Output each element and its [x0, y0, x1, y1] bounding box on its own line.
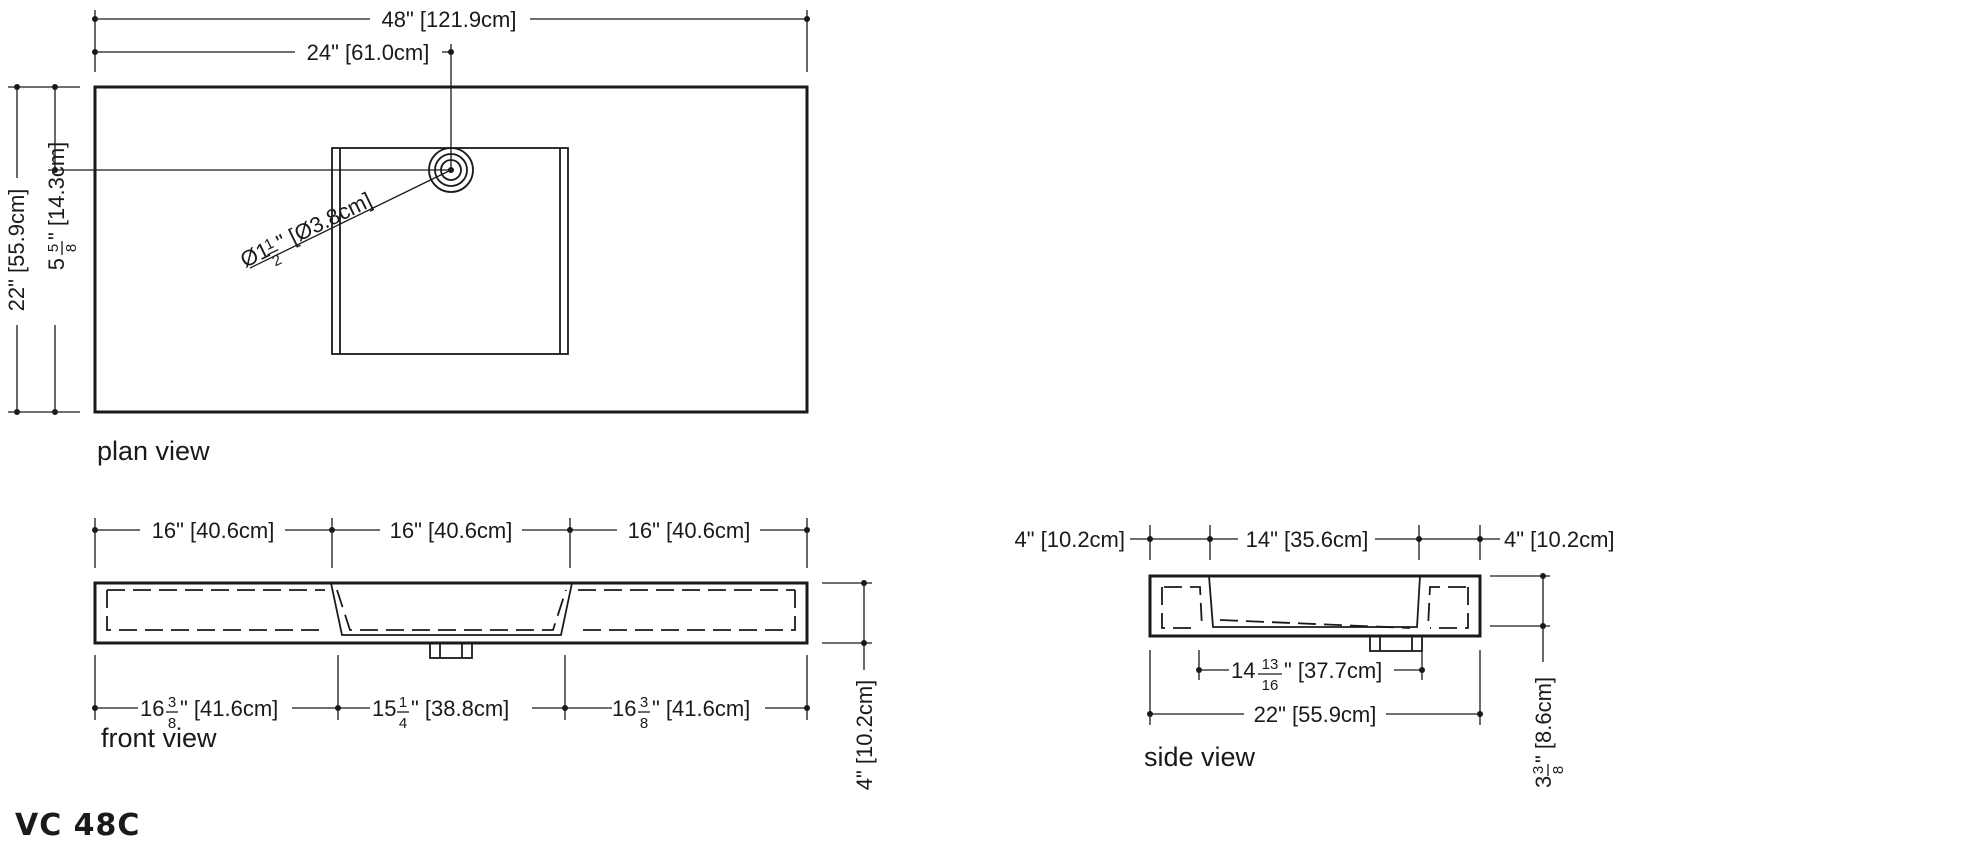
front-bot-mid-num: 1: [399, 694, 407, 711]
front-bot-mid-rest: " [38.8cm]: [411, 696, 509, 721]
front-top-mid-label: 16" [40.6cm]: [390, 518, 513, 543]
side-top-dims: 4" [10.2cm] 14" [35.6cm] 4" [10.2cm]: [1014, 525, 1615, 560]
front-view-drawing: 16" [40.6cm] 16" [40.6cm] 16" [40.6cm] 1…: [92, 518, 877, 790]
front-bot-right-den: 8: [640, 715, 648, 732]
dim-drain-from-back-rest: " [14.3cm]: [44, 142, 69, 240]
dim-drain-diameter-rest: " [Ø3.8cm]: [272, 187, 376, 255]
front-bot-right-num: 3: [640, 694, 648, 711]
side-view-label: side view: [1144, 742, 1256, 772]
dim-depth: 22" [55.9cm]: [4, 84, 80, 415]
front-height-label: 4" [10.2cm]: [852, 680, 877, 791]
dim-drain-from-back-den: 8: [63, 244, 80, 252]
front-bot-right-whole: 16: [612, 696, 636, 721]
model-name: VC 48C: [15, 808, 140, 843]
side-height-num: 3: [1530, 766, 1547, 774]
side-inner-num: 13: [1262, 656, 1279, 673]
front-bot-left-den: 8: [168, 715, 176, 732]
dim-drain-offset-label: 24" [61.0cm]: [307, 40, 430, 65]
side-overall-label: 22" [55.9cm]: [1254, 702, 1377, 727]
dim-drain-from-back-num: 5: [45, 244, 62, 252]
side-inner-rest: " [37.7cm]: [1284, 658, 1382, 683]
front-bot-left-whole: 16: [140, 696, 164, 721]
front-top-right-label: 16" [40.6cm]: [628, 518, 751, 543]
front-bot-mid-den: 4: [399, 715, 407, 732]
side-inner-whole: 14: [1231, 658, 1255, 683]
plan-basin-outline: [331, 147, 569, 355]
side-view-drawing: 4" [10.2cm] 14" [35.6cm] 4" [10.2cm] 14 …: [1014, 525, 1615, 788]
side-inner-dim: 14 13 16 " [37.7cm]: [1196, 650, 1425, 694]
front-bot-right-rest: " [41.6cm]: [652, 696, 750, 721]
dim-depth-label: 22" [55.9cm]: [4, 189, 29, 312]
side-drain-stub: [1369, 635, 1423, 652]
front-bot-left-num: 3: [168, 694, 176, 711]
front-bot-mid-whole: 15: [372, 696, 396, 721]
front-height-dim: 4" [10.2cm]: [822, 580, 877, 790]
dim-drain-from-back-whole: 5: [44, 258, 69, 270]
dim-overall-width-label: 48" [121.9cm]: [382, 7, 517, 32]
side-inner-den: 16: [1262, 677, 1279, 694]
side-top-mid-label: 14" [35.6cm]: [1246, 527, 1369, 552]
dim-drain-diameter: Ø1 1 2 " [Ø3.8cm]: [236, 167, 454, 272]
front-drain-stub: [429, 642, 473, 659]
side-top-right-label: 4" [10.2cm]: [1504, 527, 1615, 552]
front-top-left-label: 16" [40.6cm]: [152, 518, 275, 543]
side-overall-dim: 22" [55.9cm]: [1147, 650, 1483, 727]
dim-overall-width: 48" [121.9cm]: [92, 7, 810, 72]
svg-text:5: 5: [44, 258, 69, 270]
side-height-den: 8: [1550, 766, 1567, 774]
side-height-dim: 3 3 8 " [8.6cm]: [1490, 573, 1567, 788]
front-bottom-dims: 16 3 8 " [41.6cm] 15 1 4 " [38.8cm] 16 3…: [92, 655, 810, 732]
side-height-rest: " [8.6cm]: [1531, 677, 1556, 763]
side-outline: [1148, 574, 1482, 638]
dim-drain-offset: 24" [61.0cm]: [92, 40, 454, 170]
dim-drain-from-back: 5 5 8 " [14.3cm]: [44, 84, 451, 415]
side-height-whole: 3: [1531, 776, 1556, 788]
front-view-label: front view: [101, 723, 217, 753]
plan-view-drawing: 48" [121.9cm] 24" [61.0cm] 22" [55.9cm]: [4, 7, 810, 466]
side-top-left-label: 4" [10.2cm]: [1014, 527, 1125, 552]
front-bot-left-rest: " [41.6cm]: [180, 696, 278, 721]
front-countertop-outline: [93, 581, 809, 645]
plan-view-label: plan view: [97, 436, 210, 466]
front-top-dims: 16" [40.6cm] 16" [40.6cm] 16" [40.6cm]: [92, 518, 810, 568]
